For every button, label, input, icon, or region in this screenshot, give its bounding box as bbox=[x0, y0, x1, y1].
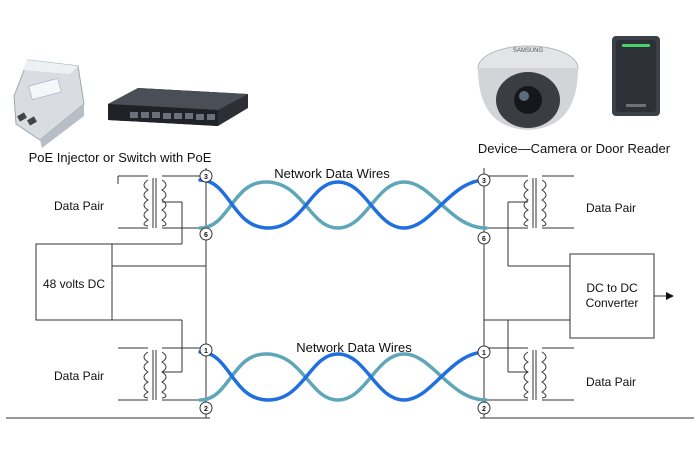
right-bottom-transformer bbox=[523, 350, 547, 400]
pin-2-left: 2 bbox=[204, 406, 208, 413]
converter-box bbox=[569, 253, 655, 339]
bottom-wires-label: Network Data Wires bbox=[296, 340, 412, 355]
left-bottom-transformer bbox=[143, 350, 167, 400]
poe-injector-icon bbox=[13, 59, 85, 148]
pin-6-right: 6 bbox=[482, 236, 486, 243]
bottom-twisted-pair bbox=[198, 350, 488, 402]
converter-label-line1: DC to DC bbox=[586, 281, 638, 295]
left-data-pair-top: Data Pair bbox=[54, 199, 104, 213]
power-source-label: 48 volts DC bbox=[43, 277, 105, 291]
pin-3-right: 3 bbox=[482, 178, 486, 185]
pin-3-left: 3 bbox=[204, 174, 208, 181]
pin-1-right: 1 bbox=[482, 350, 486, 357]
left-data-pair-bottom: Data Pair bbox=[54, 369, 104, 383]
door-reader-icon bbox=[612, 36, 660, 116]
right-circuit bbox=[480, 168, 694, 419]
source-caption: PoE Injector or Switch with PoE bbox=[29, 150, 212, 165]
device-caption: Device—Camera or Door Reader bbox=[478, 141, 671, 156]
pin-markers: 3 6 1 2 3 6 1 2 bbox=[199, 169, 491, 415]
right-data-pair-top: Data Pair bbox=[586, 201, 636, 215]
top-wires-label: Network Data Wires bbox=[274, 166, 390, 181]
network-switch-icon bbox=[108, 88, 248, 126]
power-source-box bbox=[35, 243, 113, 321]
right-data-pair-bottom: Data Pair bbox=[586, 375, 636, 389]
pin-1-left: 1 bbox=[204, 348, 208, 355]
right-top-transformer bbox=[523, 178, 547, 228]
dome-camera-icon: SAMSUNG bbox=[477, 45, 579, 130]
top-twisted-pair bbox=[198, 178, 488, 230]
output-arrow-icon bbox=[666, 292, 674, 300]
pin-6-left: 6 bbox=[204, 232, 208, 239]
camera-brand: SAMSUNG bbox=[513, 48, 544, 54]
converter-label-line2: Converter bbox=[586, 296, 639, 310]
left-circuit bbox=[6, 168, 210, 419]
left-top-transformer bbox=[143, 178, 167, 228]
pin-2-right: 2 bbox=[482, 406, 486, 413]
